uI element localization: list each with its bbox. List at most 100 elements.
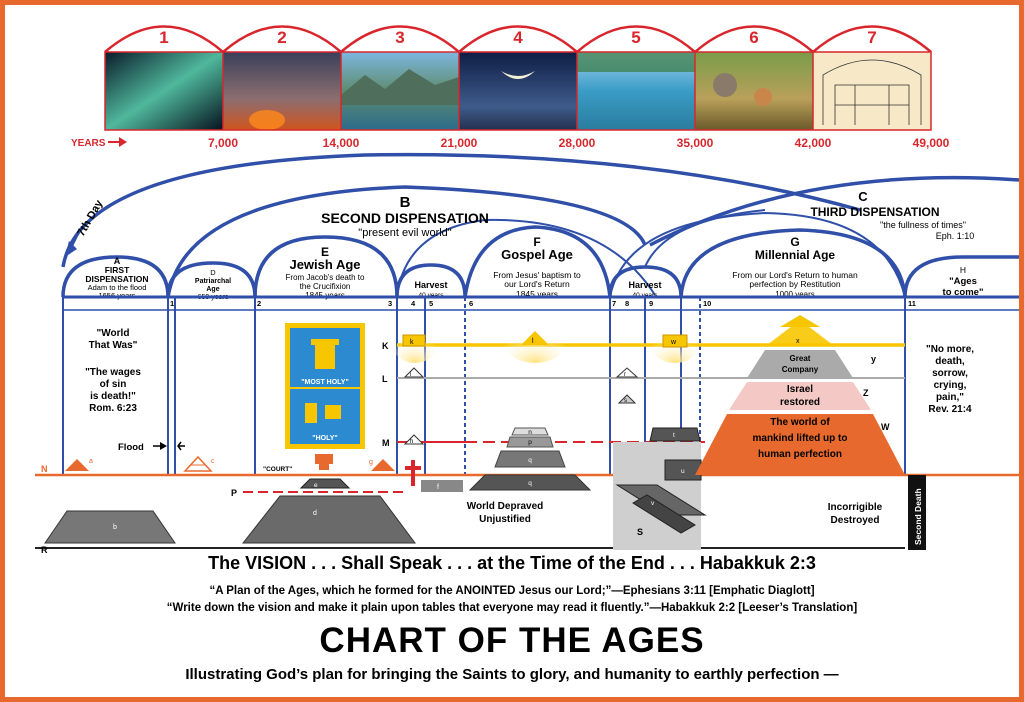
day-1-number: 1 [159,28,168,47]
age-e-line1: From Jacob's death to [286,273,365,282]
age-f-letter: F [533,235,540,249]
israel-line2: restored [780,397,820,408]
flood-label: Flood [118,442,144,453]
day-6-number: 6 [749,28,758,47]
age-g-line1: From our Lord's Return to human [732,270,858,280]
letter-b: b [113,524,117,531]
age-g-title: Millennial Age [755,248,836,262]
harvest1-title: Harvest [414,280,447,290]
incorrigible-line1: Incorrigible [828,502,883,513]
no-more-line2: death, [935,356,965,367]
day-7-number: 7 [867,28,876,47]
day-4-image [459,52,577,130]
plane-y-label: y [871,354,876,364]
wages-line1: "The wages [85,367,141,378]
world-line1: The world of [770,417,830,428]
millennial-pyramid: x Great Company Israel restored The worl… [695,315,905,475]
world-depraved-line2: Unjustified [479,514,531,525]
plane-l-label: L [382,374,388,384]
marker-9: 9 [649,299,653,308]
years-row: YEARS 7,000 14,000 21,000 28,000 35,000 … [71,136,950,150]
cross-icon [405,460,421,486]
letter-x: x [796,338,800,345]
gospel-pyramid: n p q q [468,427,592,491]
subtitle: Illustrating God’s plan for bringing the… [185,666,839,683]
seventh-day-label: 7th Day [75,197,106,238]
age-d-letter: D [210,268,216,277]
great-company-line1: Great [790,354,811,363]
age-h-line1: "Ages [949,276,977,287]
day-1-image [105,52,223,130]
letter-m: n [528,429,532,436]
dispensation-arches [61,152,1019,298]
year-21000: 21,000 [441,136,478,150]
second-death-label: Second Death [913,488,923,545]
wages-line3: is death!" [90,391,136,402]
day-5-number: 5 [631,28,640,47]
letter-k: k [410,339,414,346]
disp-c-title: THIRD DISPENSATION [810,205,939,219]
letter-r: r [624,372,626,378]
habakkuk-quote: “Write down the vision and make it plain… [166,602,858,614]
israel-line1: Israel [787,384,813,395]
world-that-was-line2: That Was" [89,340,138,351]
age-f-line3: 1845 years [516,289,558,299]
letter-big-s: S [637,527,643,537]
ephesians-quote: “A Plan of the Ages, which he formed for… [209,585,815,597]
ages-diagram: 1 2 3 4 5 6 7 YEARS 7,000 14,000 21,000 … [35,25,1019,555]
no-more-line1: "No more, [926,344,974,355]
plane-p-label: P [231,488,237,498]
letter-p: q [528,457,532,464]
disp-a-letter: A [114,256,121,266]
age-g-line2: perfection by Restitution [749,279,840,289]
letter-a: a [89,458,93,465]
letter-s: s [624,398,627,404]
disp-a-line3: Adam to the flood [88,283,147,292]
world-that-was-line1: "World [97,328,130,339]
letter-d: d [313,510,317,517]
disp-a-line2: DISPENSATION [85,274,148,284]
disp-b-sub: "present evil world" [358,227,451,239]
pyramid-b [44,510,176,544]
harvest-suns: k l w [393,323,699,363]
no-more-line3: sorrow, [932,368,968,379]
age-e-line2: the Crucifixion [300,282,351,291]
pyramid-d [241,495,416,544]
no-more-line5: pain," [936,392,964,403]
year-35000: 35,000 [677,136,714,150]
letter-w: w [670,339,677,346]
years-arrow-icon [119,137,127,147]
plane-r-label: R [41,545,48,555]
age-h-line2: to come" [943,287,984,298]
age-g-letter: G [790,235,799,249]
day-2-number: 2 [277,28,286,47]
harvest2-title: Harvest [628,280,661,290]
no-more-line4: crying, [934,380,967,391]
world-line3: human perfection [758,449,842,460]
main-title: CHART OF THE AGES [319,621,705,660]
plane-n-label: N [41,464,48,474]
letter-v: v [651,500,655,507]
creative-days: 1 2 3 4 5 6 7 [104,25,932,131]
marker-10: 10 [703,299,711,308]
holy-label: "HOLY" [312,435,337,442]
day-6-image [695,52,813,130]
disp-b-letter: B [400,194,411,211]
age-e-title: Jewish Age [289,257,360,272]
year-42000: 42,000 [795,136,832,150]
year-28000: 28,000 [559,136,596,150]
year-49000: 49,000 [913,136,950,150]
letter-t: t [673,432,675,439]
marker-11: 11 [908,299,916,308]
year-7000: 7,000 [208,136,238,150]
plane-w-label: W [881,422,890,432]
year-14000: 14,000 [323,136,360,150]
marker-4: 4 [411,299,416,308]
disp-c-letter: C [858,189,868,204]
letter-e: e [314,482,318,489]
tabernacle: "MOST HOLY" "HOLY" "COURT" [263,323,365,473]
letter-g: g [369,459,373,466]
world-depraved-line1: World Depraved [467,501,544,512]
day-7-image [813,52,931,130]
